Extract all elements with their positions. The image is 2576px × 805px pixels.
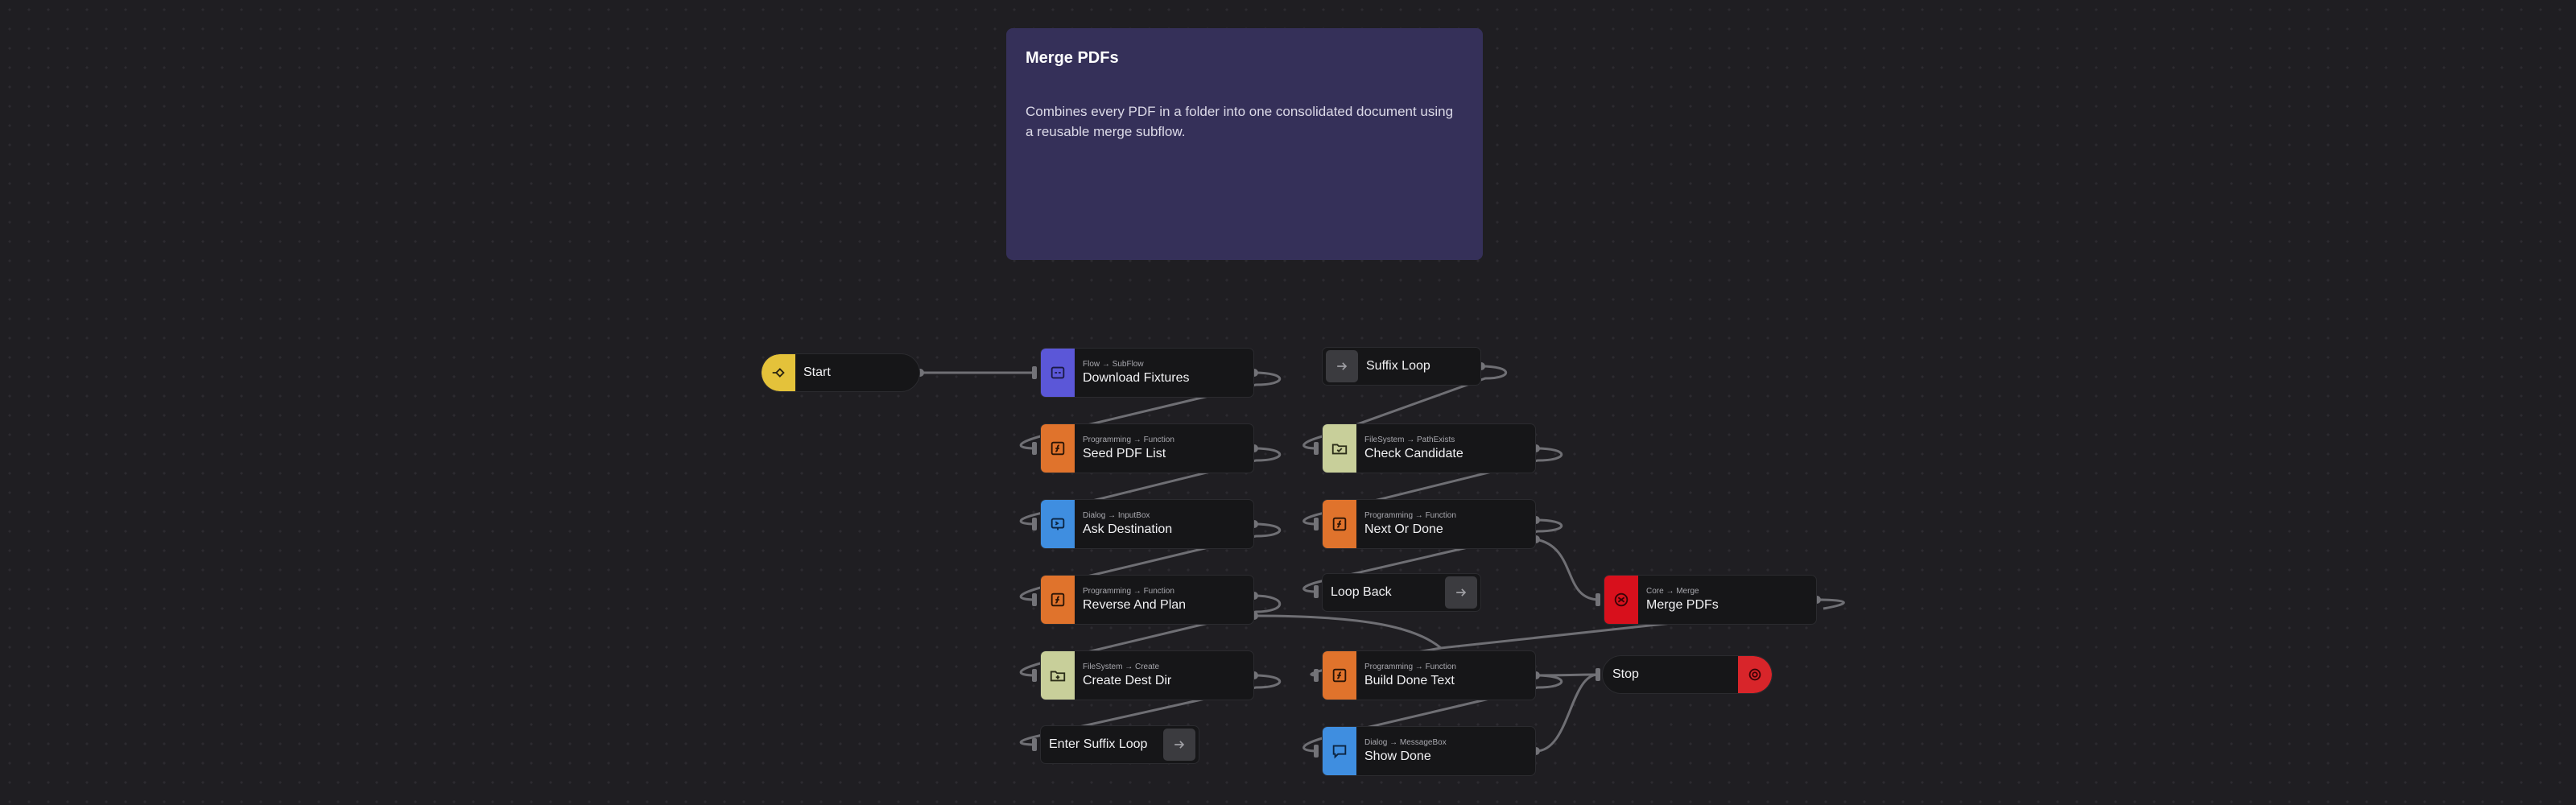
comment-text: Combines every PDF in a folder into one … [1026,104,1454,139]
node-category: FileSystem → Create [1083,663,1160,671]
node-title: Ask Destination [1083,522,1173,536]
node-enter-suffix-loop[interactable]: Enter Suffix Loop [1040,725,1199,764]
node-title: Loop Back [1331,585,1392,599]
wire [1535,538,1600,601]
node-title: Suffix Loop [1366,359,1430,373]
node-title: Build Done Text [1364,674,1455,687]
stop-icon [1738,656,1772,693]
node-category: Programming → Function [1083,436,1174,444]
node-title: Show Done [1364,749,1431,763]
message-box-icon [1323,727,1356,775]
node-category: Programming → Function [1083,587,1174,596]
node-build-done-text[interactable]: Programming → Function Build Done Text [1322,650,1536,700]
merge-icon [1604,576,1638,624]
function-icon [1323,651,1356,700]
node-title: Create Dest Dir [1083,674,1172,687]
node-next-or-done[interactable]: Programming → Function Next Or Done [1322,499,1536,549]
node-title: Seed PDF List [1083,447,1166,460]
folder-plus-icon [1041,651,1075,700]
flow-start-icon [762,354,795,391]
node-category: Dialog → MessageBox [1364,738,1447,747]
node-ask-destination[interactable]: Dialog → InputBox Ask Destination [1040,499,1254,549]
node-suffix-loop[interactable]: Suffix Loop [1322,347,1481,386]
node-stop[interactable]: Stop [1602,655,1773,694]
arrow-right-icon [1326,350,1358,382]
subflow-icon [1041,349,1075,397]
arrow-right-icon [1445,576,1477,609]
node-title: Enter Suffix Loop [1049,737,1148,751]
node-check-candidate[interactable]: FileSystem → PathExists Check Candidate [1322,423,1536,473]
node-category: Programming → Function [1364,511,1456,520]
node-category: Flow → SubFlow [1083,360,1144,369]
node-seed-pdf-list[interactable]: Programming → Function Seed PDF List [1040,423,1254,473]
node-create-dest-dir[interactable]: FileSystem → Create Create Dest Dir [1040,650,1254,700]
node-start[interactable]: Start [761,353,920,392]
node-reverse-and-plan[interactable]: Programming → Function Reverse And Plan [1040,575,1254,625]
function-icon [1041,424,1075,473]
node-category: Programming → Function [1364,663,1456,671]
flow-description-comment[interactable]: Merge PDFs Combines every PDF in a folde… [1006,28,1483,260]
arrow-right-icon [1163,729,1195,761]
node-download-fixtures[interactable]: Flow → SubFlow Download Fixtures [1040,348,1254,398]
node-category: Dialog → InputBox [1083,511,1150,520]
function-icon [1041,576,1075,624]
function-icon [1323,500,1356,548]
node-title: Download Fixtures [1083,371,1190,385]
folder-check-icon [1323,424,1356,473]
comment-title: Merge PDFs [1026,49,1119,67]
node-title: Start [803,365,831,379]
node-title: Next Or Done [1364,522,1443,536]
node-category: FileSystem → PathExists [1364,436,1455,444]
node-merge-pdfs[interactable]: Core → Merge Merge PDFs [1604,575,1817,625]
input-box-icon [1041,500,1075,548]
node-category: Core → Merge [1646,587,1699,596]
node-title: Merge PDFs [1646,598,1719,612]
node-loop-back[interactable]: Loop Back [1322,573,1481,612]
wire [1816,598,1845,610]
wire [1535,673,1599,753]
node-title: Check Candidate [1364,447,1463,460]
node-show-done[interactable]: Dialog → MessageBox Show Done [1322,726,1536,776]
node-title: Reverse And Plan [1083,598,1187,612]
node-title: Stop [1612,667,1639,681]
